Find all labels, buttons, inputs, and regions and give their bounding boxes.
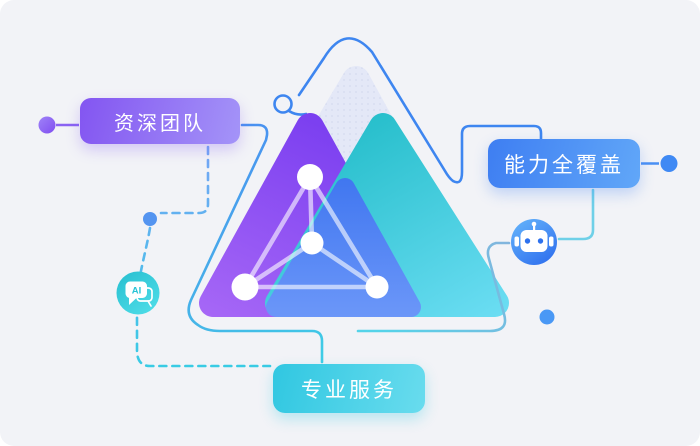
robot-eye-right [537,238,544,244]
connector-senior-to-service [187,123,324,364]
dashed-connector [135,145,272,368]
ai-bubble-label: AI [132,286,142,297]
network-node-top [297,164,323,190]
robot-ear-left [514,236,519,247]
dot-blue-small-bottom [539,309,555,325]
tag-full-coverage-label: 能力全覆盖 [504,153,624,177]
outline-loop-tail [287,109,308,116]
peak-outline-path [297,37,543,184]
network-graph-icon [231,164,389,301]
dot-blue-right [660,155,678,172]
robot-eye-left [524,238,531,244]
ai-bubble-front-tail [129,296,137,305]
robot-head [520,230,548,252]
robot-antenna [533,225,536,231]
network-node-right [365,275,389,299]
ai-bubble-front [125,281,147,298]
tag-professional-service[interactable]: 专业服务 [273,364,425,413]
robot-ear-right [549,236,554,247]
network-edges [242,174,380,290]
network-node-center [300,231,324,255]
network-node-left [231,273,259,301]
dot-purple-left [38,116,56,134]
dot-blue-small-left [143,212,157,226]
robot-icon [511,219,557,265]
outline-loop [273,94,293,114]
tag-professional-service-label: 专业服务 [301,378,397,402]
tag-senior-team[interactable]: 资深团队 [80,98,240,144]
connector-bottomright-to-robot [356,241,511,333]
ai-bubble-back-tail [147,300,152,307]
ai-chat-icon: AI [116,271,160,315]
tag-full-coverage[interactable]: 能力全覆盖 [488,139,640,188]
connector-robot-to-coverage [557,188,595,241]
tag-senior-team-label: 资深团队 [114,112,206,135]
